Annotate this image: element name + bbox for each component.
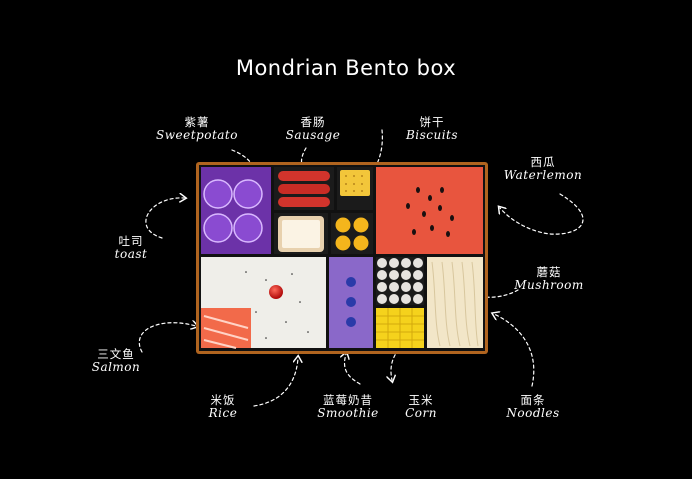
label-en: toast [114,247,148,262]
label-sweet-potato: 紫薯 Sweetpotato [152,115,242,143]
label-sausage: 香肠 Sausage [280,115,346,143]
label-en: Biscuits [405,128,459,143]
label-cn: 蘑菇 [536,265,562,279]
arrow-rice [253,358,298,407]
salmon-cell [201,308,251,349]
toast-cell [274,213,328,254]
label-smoothie: 蓝莓奶昔 Smoothie [306,393,390,421]
label-en: Corn [405,406,437,421]
smoothie-cell [329,257,373,348]
mushroom-cell [376,257,424,305]
label-cn: 蓝莓奶昔 [323,393,373,407]
label-en: Noodles [506,406,560,421]
label-cn: 玉米 [408,393,434,407]
label-en: Sweetpotato [156,128,238,143]
label-en: Rice [208,406,238,421]
noodles-cell [427,257,483,348]
label-cn: 米饭 [210,393,236,407]
label-cn: 面条 [520,393,546,407]
label-mushroom: 蘑菇 Mushroom [508,265,590,293]
biscuit-cell [337,167,373,210]
label-toast: 吐司 toast [100,234,162,262]
label-biscuits: 饼干 Biscuits [392,115,472,143]
arrow-toast [145,198,184,239]
label-en: Waterlemon [503,168,583,183]
arrow-watermelon [500,193,584,235]
label-rice: 米饭 Rice [196,393,250,421]
label-cn: 香肠 [300,115,326,129]
label-watermelon: 西瓜 Waterlemon [498,155,588,183]
label-en: Smoothie [317,406,379,421]
label-en: Sausage [285,128,341,143]
label-noodles: 面条 Noodles [500,393,566,421]
label-cn: 西瓜 [530,155,556,169]
label-en: Mushroom [514,278,584,293]
corn-cell [376,308,424,348]
page-title: Mondrian Bento box [235,56,457,80]
arrow-salmon [138,323,196,353]
sausage-cell [274,167,334,210]
yellow-tomato-cell [331,213,373,254]
label-cn: 饼干 [419,115,445,129]
arrow-noodles [494,314,535,387]
arrow-smoothie [345,354,361,385]
label-cn: 吐司 [118,234,144,248]
label-corn: 玉米 Corn [396,393,446,421]
label-cn: 紫薯 [184,115,210,129]
bento-box [196,162,488,354]
label-salmon: 三文鱼 Salmon [80,347,152,375]
arrow-corn [391,337,413,380]
label-cn: 三文鱼 [97,347,135,361]
watermelon-cell [376,167,483,254]
sweet-potato-cell [201,167,271,254]
label-en: Salmon [91,360,141,375]
